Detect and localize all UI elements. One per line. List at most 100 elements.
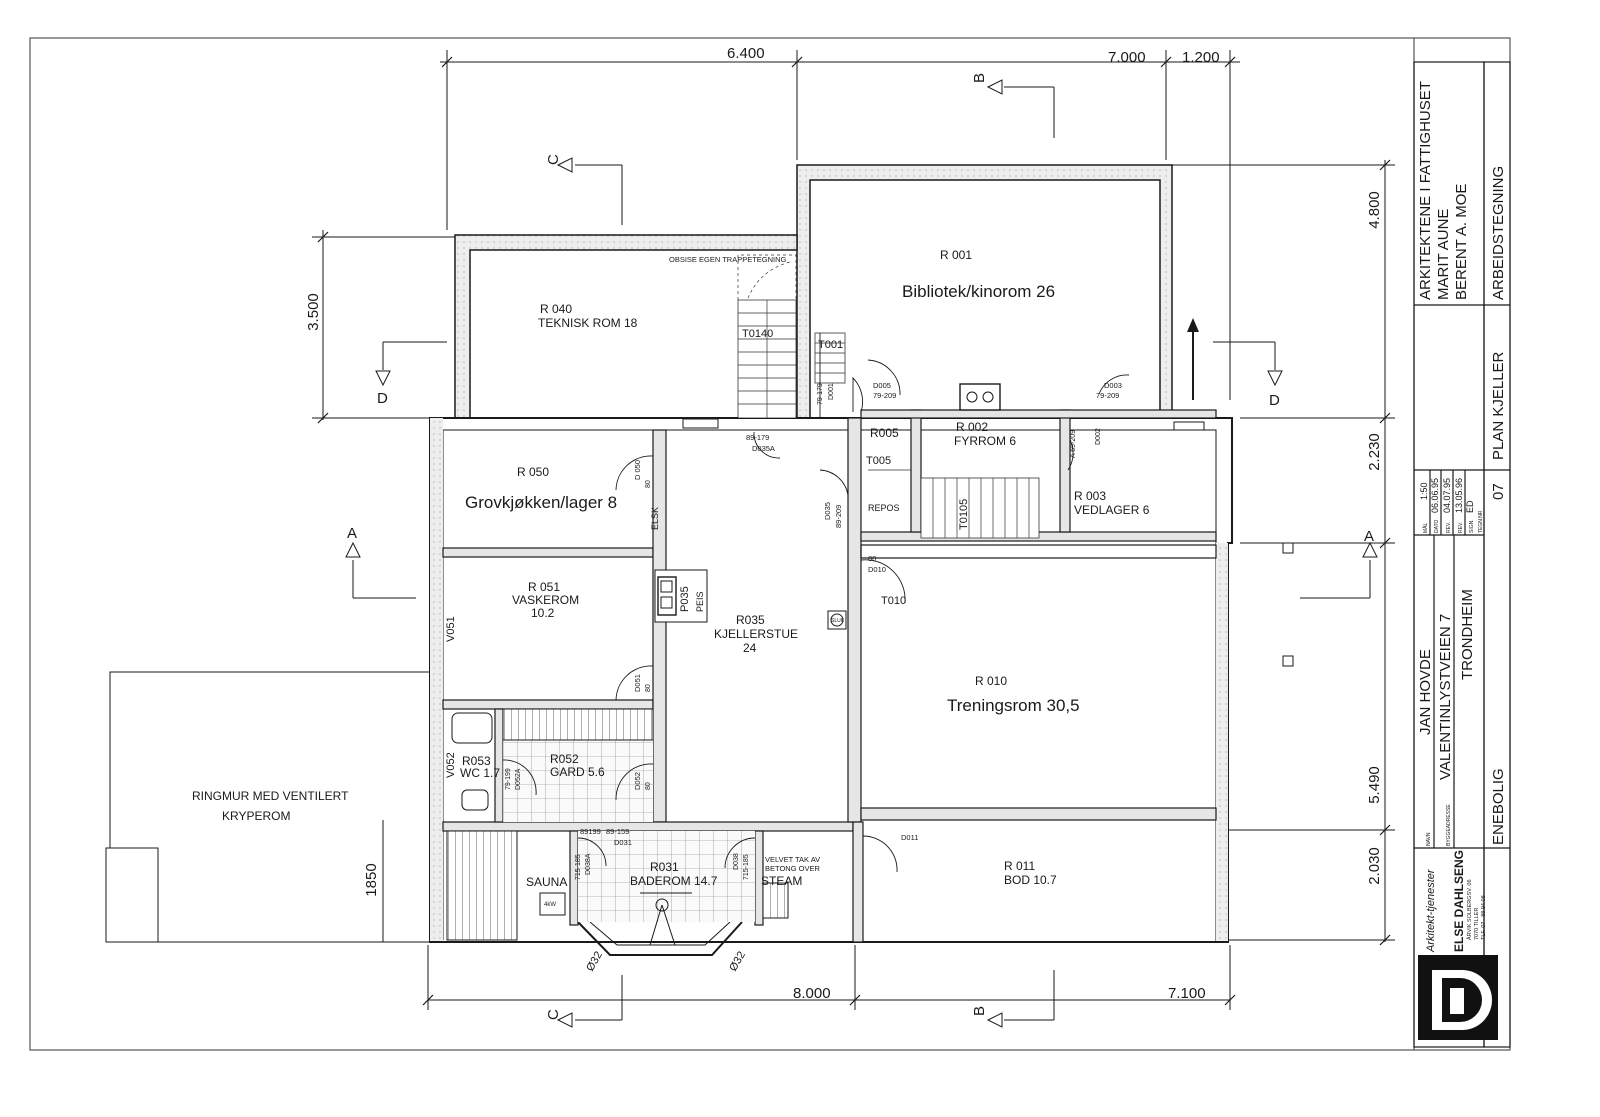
r001-code: R 001	[940, 248, 972, 262]
door-d005: D005	[873, 381, 891, 390]
r003-name: VEDLAGER 6	[1074, 503, 1150, 517]
architect-line-1: ARKITEKTENE I FATTIGHUSET	[1417, 81, 1434, 300]
dim-left-1: 3.500	[305, 293, 322, 331]
section-d-right: D	[1269, 392, 1280, 409]
dim-bottom-2: 7.100	[1168, 985, 1206, 1002]
door-d035a: D035A	[752, 444, 775, 453]
r051-code: R 051	[528, 580, 560, 594]
door-d050: D 050	[633, 460, 642, 480]
section-b-top: B	[971, 73, 988, 83]
fireplace	[654, 569, 708, 623]
stair-label-t0140: T0140	[742, 328, 773, 340]
vent-2	[1173, 421, 1205, 431]
dim-right-2: 2.230	[1366, 433, 1383, 471]
door-d038b: D038	[733, 853, 740, 870]
gard-bench	[502, 708, 654, 741]
door-d002: D002	[1095, 428, 1102, 445]
velvet-note-1: VELVET TAK AV	[765, 855, 820, 864]
r001-name: Bibliotek/kinorom 26	[902, 282, 1055, 301]
door-d051: D051	[633, 674, 642, 692]
r002-name: FYRROM 6	[954, 434, 1016, 448]
window-dia-1: Ø32	[584, 949, 605, 973]
firm-name: ELSE DAHLSENG	[1452, 850, 1466, 952]
stair-label-t0105: T0105	[958, 499, 970, 530]
door-d038a-size: 715-185	[575, 854, 582, 880]
r050-name: Grovkjøkken/lager 8	[465, 493, 617, 512]
door-swings	[502, 333, 1130, 873]
r035-code: R035	[736, 613, 765, 627]
repos-label: REPOS	[868, 503, 900, 513]
window-v052: V052	[445, 752, 457, 778]
client-label: NAVN	[1426, 832, 1432, 846]
marker-1	[1282, 542, 1294, 554]
rev-value: 04.07.95	[1442, 478, 1452, 513]
section-b-bottom: B	[971, 1006, 988, 1016]
door-d035a-size: 89-179	[746, 433, 769, 442]
firm-address-2: 7070 TILLER	[1474, 908, 1480, 940]
tiles-gard	[503, 740, 653, 822]
firm-logo	[1418, 955, 1498, 1040]
drawing-type: ARBEIDSTEGNING	[1490, 166, 1507, 300]
door-d011: D011	[901, 833, 918, 842]
r052-name: GARD 5.6	[550, 765, 605, 779]
obsise-note: OBSISE EGEN TRAPPETEGNING	[669, 255, 787, 264]
firm-tel: TLF. 07 - 88 94 08	[1481, 895, 1487, 940]
fireplace-code: P035	[679, 586, 691, 612]
dim-top-1: 6.400	[727, 45, 765, 62]
r051-area: 10.2	[531, 606, 555, 620]
crawl-space-label-2: KRYPEROM	[222, 809, 290, 823]
door-d010: D010	[868, 565, 886, 574]
address-label: BYGGEADRESSE	[1446, 804, 1452, 846]
door-d051-size: 80	[645, 684, 652, 692]
sign-label: SIGN.	[1469, 519, 1475, 533]
r040-code: R 040	[540, 302, 572, 316]
sauna-heater	[539, 892, 566, 916]
stair-t0140	[737, 254, 797, 419]
elsk-label: ELSK	[650, 507, 660, 530]
scale-label: MÅL	[1422, 523, 1429, 534]
wc-sink	[451, 712, 493, 744]
vent-1	[682, 418, 719, 429]
door-d052-size: 80	[645, 782, 652, 790]
r035-area: 24	[743, 641, 757, 655]
r011-name: BOD 10.7	[1004, 873, 1057, 887]
door-d052a: D052A	[515, 768, 522, 790]
address: VALENTINLYSTVEIEN 7	[1437, 614, 1454, 780]
window-dia-2: Ø32	[727, 949, 748, 973]
rev-label: REV.	[1446, 522, 1452, 533]
r050-code: R 050	[517, 465, 549, 479]
r040-name: TEKNISK ROM 18	[538, 316, 638, 330]
crawl-space-label-1: RINGMUR MED VENTILERT	[192, 789, 349, 803]
section-a-right: A	[1364, 528, 1374, 545]
drain-label: SLUK	[831, 618, 845, 624]
sauna-name: SAUNA	[526, 875, 567, 889]
scale-value: 1:50	[1419, 482, 1429, 500]
door-d010-size: 80	[868, 554, 876, 563]
r035-name: KJELLERSTUE	[714, 627, 798, 641]
stair-label-t010: T010	[881, 595, 906, 607]
section-markers	[345, 79, 1378, 1028]
stair-label-t001: T001	[818, 339, 843, 351]
r002-code: R 002	[956, 420, 988, 434]
window-v051: V051	[445, 616, 457, 642]
date-label: DATO	[1434, 519, 1440, 533]
door-d031-size: 89-159	[606, 827, 629, 836]
steam-bench	[762, 882, 789, 919]
drawing-no: 07	[1490, 483, 1507, 500]
dim-top-2: 7.000	[1108, 49, 1146, 66]
dim-left-2: 1850	[363, 863, 380, 896]
rev2-label: REV.	[1458, 522, 1464, 533]
r053-code: R053	[462, 754, 491, 768]
r003-code: R 003	[1074, 489, 1106, 503]
dim-right-3: 5.490	[1366, 766, 1383, 804]
tiles-bath	[578, 831, 755, 922]
r010-name: Treningsrom 30,5	[947, 696, 1080, 715]
title-block-frame	[1413, 61, 1511, 1048]
city: TRONDHEIM	[1459, 589, 1476, 680]
dim-bottom-1: 8.000	[793, 985, 831, 1002]
dimension-lines	[312, 50, 1395, 1010]
door-d052: D052	[633, 772, 642, 790]
door-d031-size2: 89199	[580, 827, 601, 836]
drawing-no-label: TEGN.NR	[1478, 510, 1484, 533]
